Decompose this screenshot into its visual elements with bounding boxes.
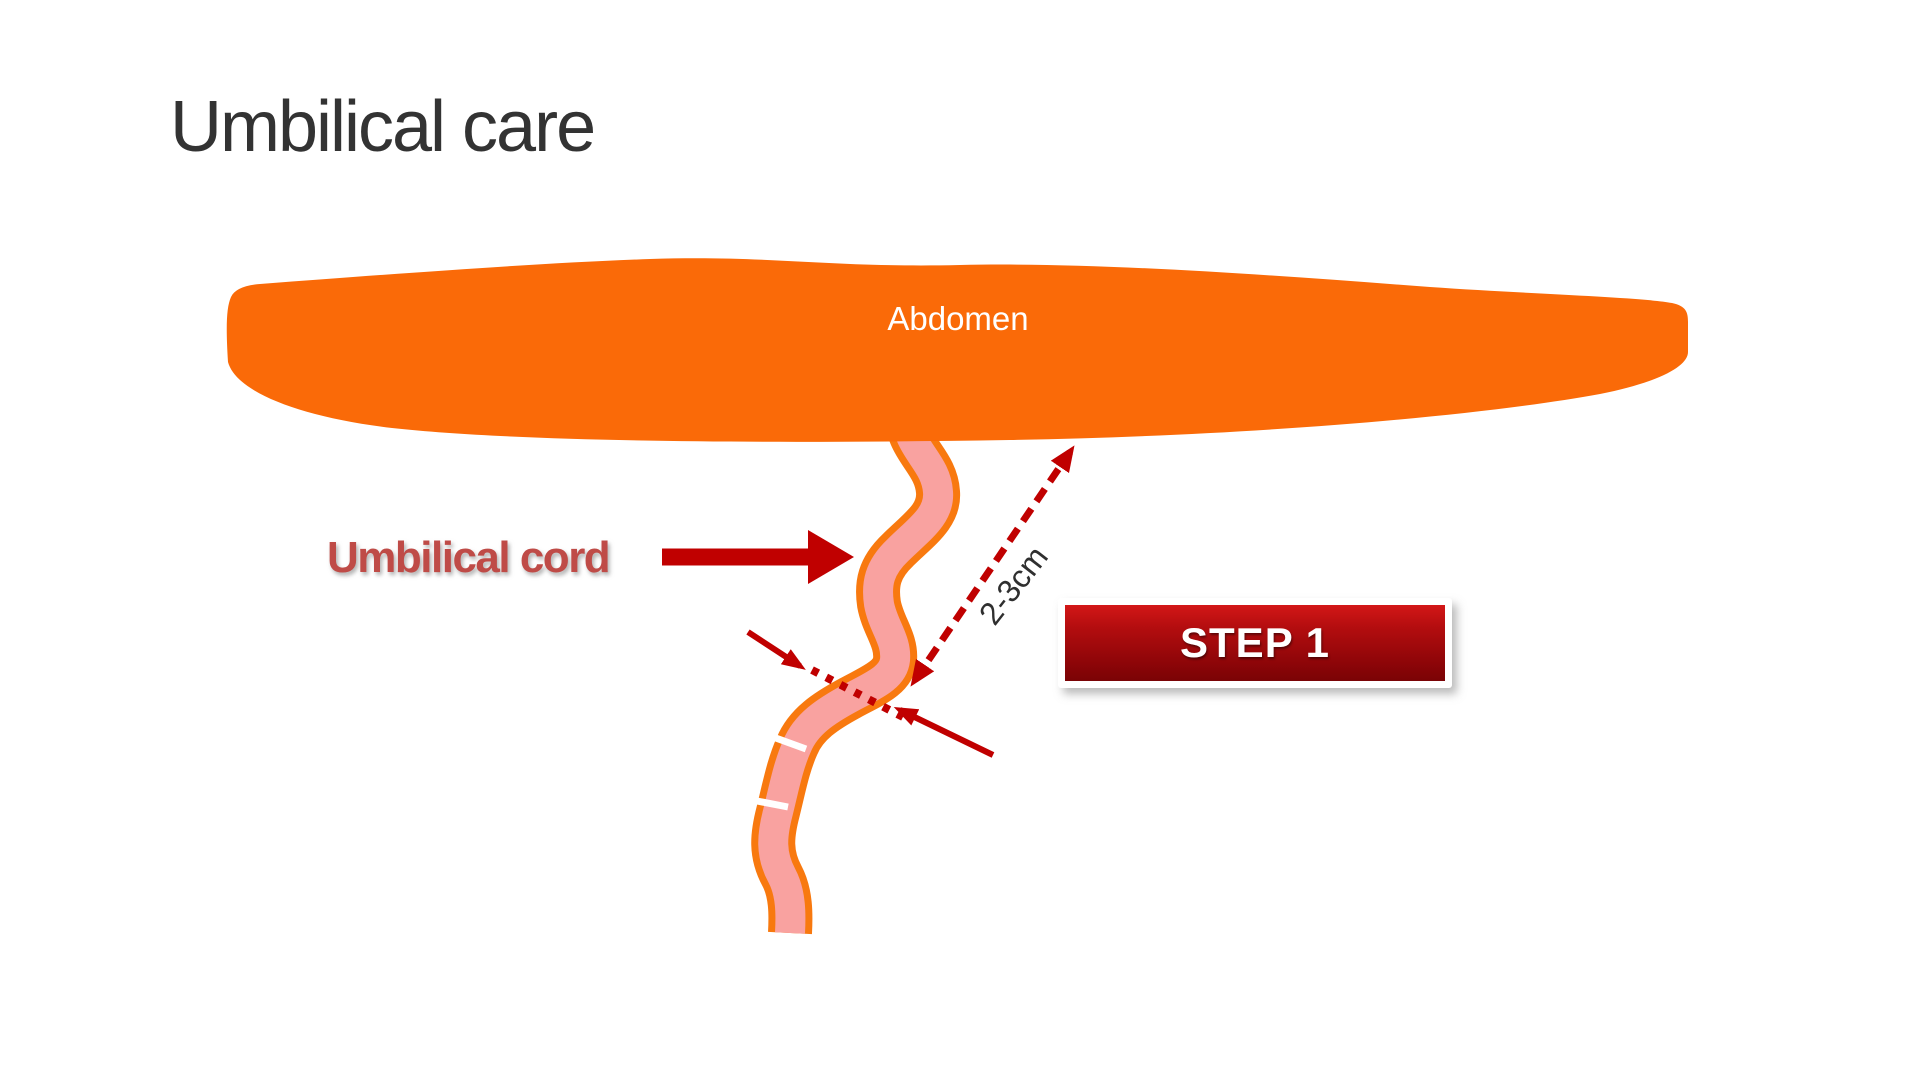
umbilical-cord-label: Umbilical cord [327,533,609,582]
cut-line [810,666,905,721]
abdomen-label: Abdomen [887,300,1028,337]
umbilical-cord-shape [751,410,960,935]
step-1-badge-face: STEP 1 [1065,605,1445,681]
cut-site-arrow-upper-icon [746,629,806,670]
step-1-badge-label: STEP 1 [1180,619,1330,666]
abdomen-shape [226,258,1688,442]
umbilical-cord-outline [751,410,960,935]
distance-arrow-icon [910,445,1075,687]
cord-cut-marks [751,733,808,811]
cut-site-arrow-lower-icon [893,706,995,758]
step-1-badge: STEP 1 [1058,598,1452,688]
slide-title: Umbilical care [170,87,596,167]
distance-label: 2-3cm [972,539,1055,631]
